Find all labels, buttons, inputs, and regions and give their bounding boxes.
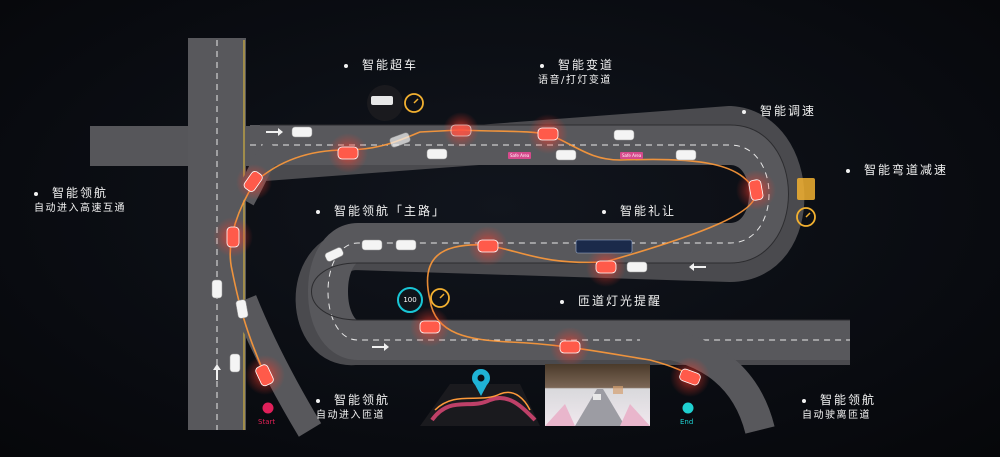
label-nav-exit-ramp: 智能领航 自动驶离匝道 (802, 393, 877, 421)
label-nav-main: 智能领航「主路」 (316, 204, 446, 219)
label-smart-lane-change: 智能变道 语音/打灯变道 (538, 58, 615, 86)
speed-gauge-icon (404, 93, 424, 113)
serpentine-centerline (250, 144, 850, 341)
label-smart-speed: 智能调速 (742, 104, 816, 119)
label-nav-enter-ramp: 智能领航 自动进入匝道 (316, 393, 391, 421)
truck (575, 239, 633, 254)
start-dot (262, 402, 274, 414)
label-smart-yield: 智能礼让 (602, 204, 676, 219)
speed-limit-icon: 100 (397, 287, 423, 313)
safe-area-tag: Safe Area (508, 152, 532, 159)
map-icon (797, 178, 815, 200)
traffic-cars (211, 126, 697, 373)
start-label: Start (258, 418, 276, 426)
ego-cars (226, 124, 764, 387)
truck-icon (371, 96, 393, 105)
end-dot (682, 402, 694, 414)
left-highway-segment (90, 126, 280, 166)
gauge-icon (430, 288, 450, 308)
road-edge-line (260, 124, 850, 321)
speedometer-icon (796, 207, 816, 227)
label-smart-overtake: 智能超车 (344, 58, 418, 73)
label-nav-interchange: 智能领航 自动进入高速互通 (34, 186, 126, 214)
end-label: End (680, 418, 694, 426)
label-ramp-light: 匝道灯光提醒 (560, 294, 662, 309)
label-curve-slowdown: 智能弯道减速 (846, 163, 948, 178)
direction-arrows (213, 128, 706, 380)
ramp-camera-view (545, 364, 650, 426)
exit-ramp (638, 325, 775, 435)
safe-area-tag: Safe Area (620, 152, 644, 159)
